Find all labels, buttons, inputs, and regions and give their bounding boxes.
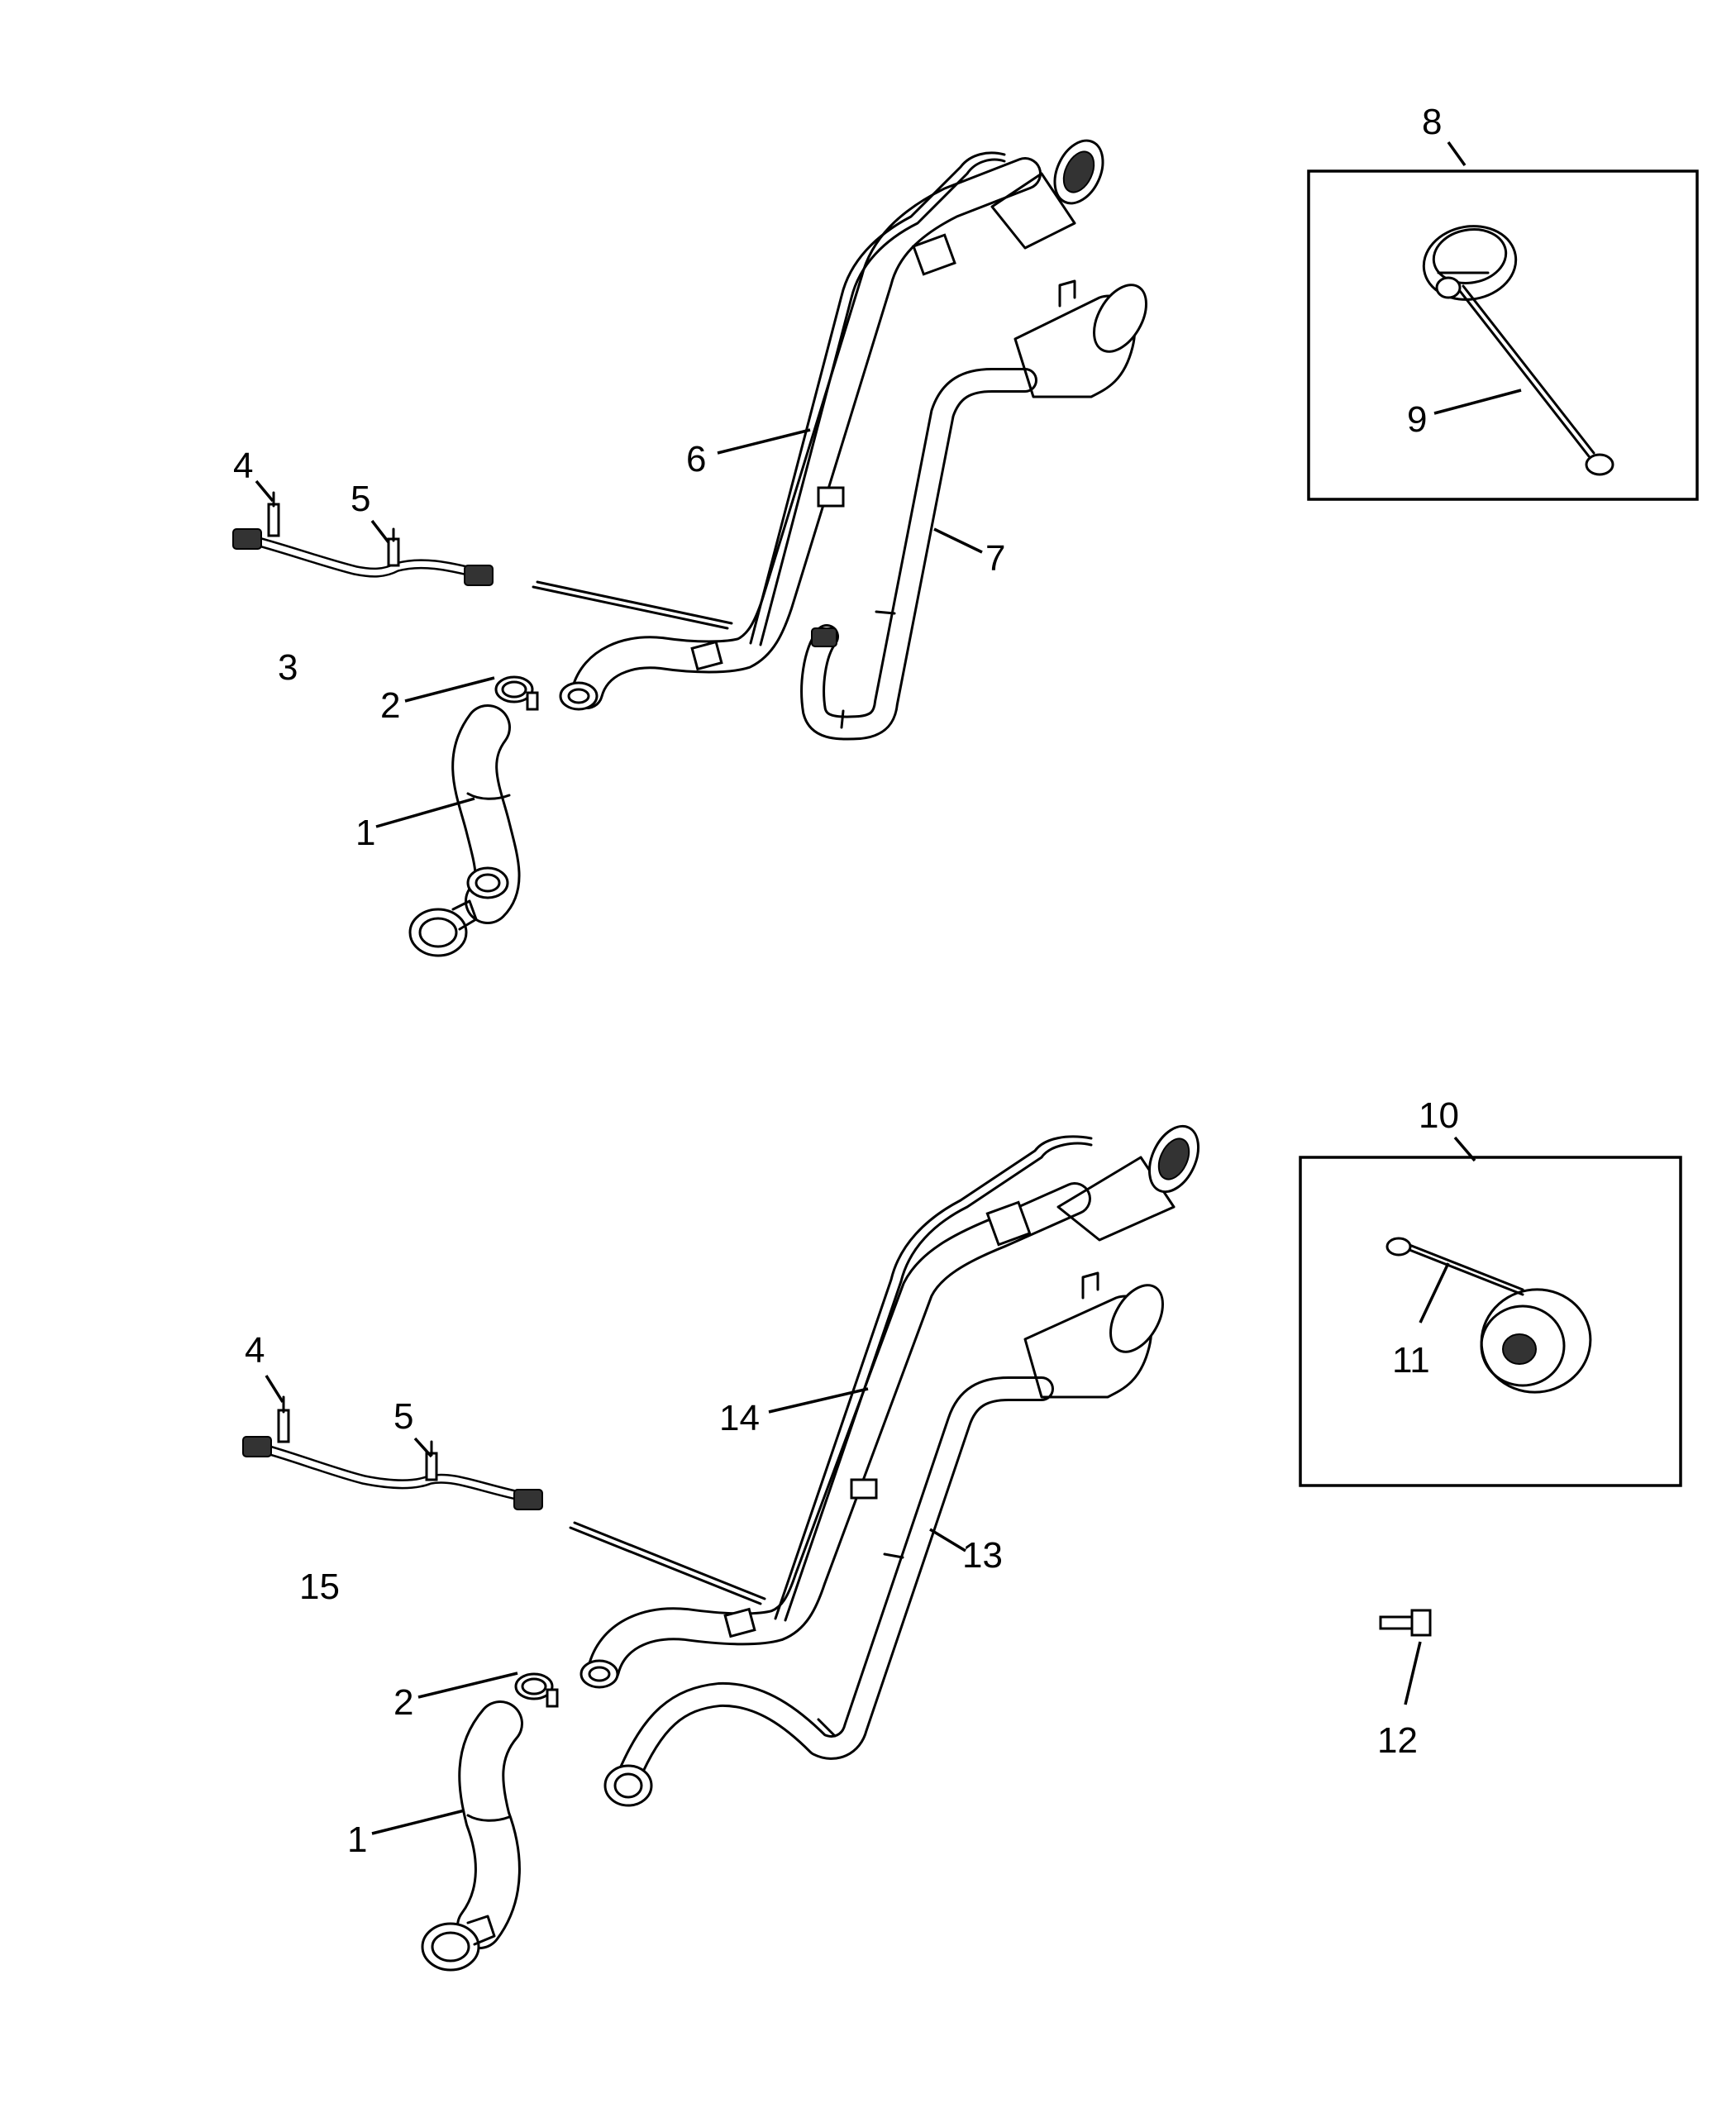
callout-bottom-15: 15 (299, 1567, 340, 1607)
callout-top-1: 1 (355, 813, 375, 853)
callout-bottom-12: 12 (1377, 1720, 1418, 1761)
callout-top-6: 6 (686, 439, 706, 479)
callout-top-9: 9 (1407, 399, 1427, 440)
callout-top-8: 8 (1422, 102, 1442, 142)
bolt-part (1379, 1609, 1432, 1637)
bottom-sensor-harness (242, 1395, 543, 1510)
bottom-hose-elbow (421, 1700, 523, 1972)
bottom-clamp (514, 1672, 559, 1708)
top-hose-elbow (408, 704, 521, 957)
callout-top-2: 2 (380, 685, 400, 726)
callout-bottom-1: 1 (347, 1819, 367, 1860)
top-cap-box (1307, 169, 1699, 501)
bottom-vent-tube (603, 1271, 1164, 1807)
callout-top-5: 5 (351, 479, 370, 519)
callout-top-7: 7 (985, 538, 1005, 579)
top-assembly (232, 139, 1147, 957)
callout-bottom-13: 13 (962, 1535, 1003, 1576)
callout-bottom-10: 10 (1419, 1095, 1459, 1136)
top-filler-tube (532, 139, 1104, 711)
top-sensor-harness (232, 491, 494, 586)
bottom-cap-box (1299, 1156, 1682, 1487)
top-vent-tube (800, 279, 1147, 741)
callout-top-3: 3 (278, 647, 298, 688)
callout-labels: 1 2 3 4 5 6 7 8 9 1 2 4 5 10 11 12 13 14… (233, 102, 1459, 1860)
callout-bottom-5: 5 (393, 1396, 413, 1437)
bottom-filler-tube (569, 1124, 1200, 1689)
leader-lines (255, 141, 1522, 1835)
callout-top-4: 4 (233, 446, 253, 486)
callout-bottom-4: 4 (245, 1330, 265, 1371)
bottom-assembly (242, 1124, 1200, 1972)
callout-bottom-14: 14 (719, 1398, 760, 1438)
callout-bottom-2: 2 (393, 1682, 413, 1723)
callout-bottom-11: 11 (1392, 1340, 1430, 1381)
top-clamp (494, 675, 539, 711)
